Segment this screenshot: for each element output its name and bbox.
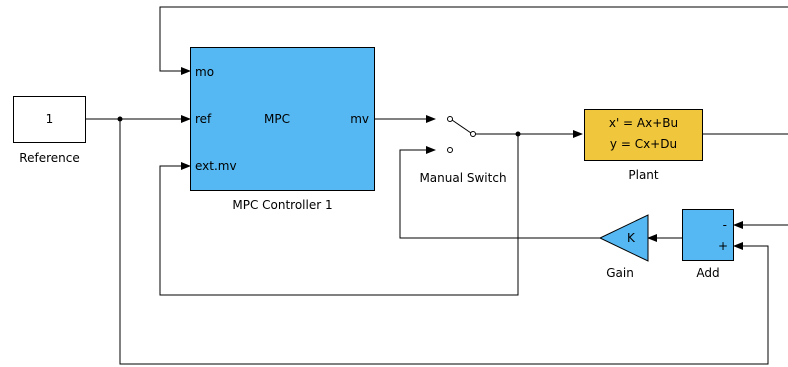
junction-reference bbox=[117, 116, 123, 122]
plant-caption: Plant bbox=[628, 168, 659, 182]
gain-caption: Gain bbox=[606, 266, 634, 280]
plant-eq-state: x' = Ax+Bu bbox=[608, 116, 679, 130]
reference-block[interactable]: 1 bbox=[13, 96, 86, 143]
add-caption: Add bbox=[696, 266, 720, 280]
junction-switch-out bbox=[515, 131, 521, 137]
gain-symbol: K bbox=[627, 231, 635, 245]
manual-switch-symbol bbox=[447, 116, 476, 153]
mpc-controller-block[interactable]: mo ref ext.mv MPC mv bbox=[190, 47, 375, 191]
mpc-input-ext-mv: ext.mv bbox=[195, 159, 237, 173]
mpc-caption: MPC Controller 1 bbox=[232, 198, 333, 212]
mpc-input-ref: ref bbox=[195, 112, 212, 126]
wire-feedback-to-mo bbox=[159, 6, 788, 75]
wire-switch-to-extmv bbox=[159, 134, 519, 296]
reference-caption: Reference bbox=[19, 151, 80, 165]
mpc-output-mv: mv bbox=[350, 112, 369, 126]
plant-eq-output: y = Cx+Du bbox=[609, 137, 678, 151]
wire-reference-to-add bbox=[119, 119, 769, 365]
add-block[interactable]: - + bbox=[682, 209, 734, 261]
mpc-input-mo: mo bbox=[195, 65, 215, 79]
add-sign-plus: + bbox=[717, 239, 728, 253]
mpc-center-label: MPC bbox=[264, 112, 290, 126]
add-sign-minus: - bbox=[722, 218, 727, 232]
manual-switch-caption: Manual Switch bbox=[419, 171, 507, 185]
plant-block[interactable]: x' = Ax+Bu y = Cx+Du bbox=[584, 109, 703, 161]
reference-value: 1 bbox=[45, 112, 54, 126]
wire-gain-to-switch bbox=[399, 146, 600, 239]
gain-block bbox=[598, 214, 649, 262]
